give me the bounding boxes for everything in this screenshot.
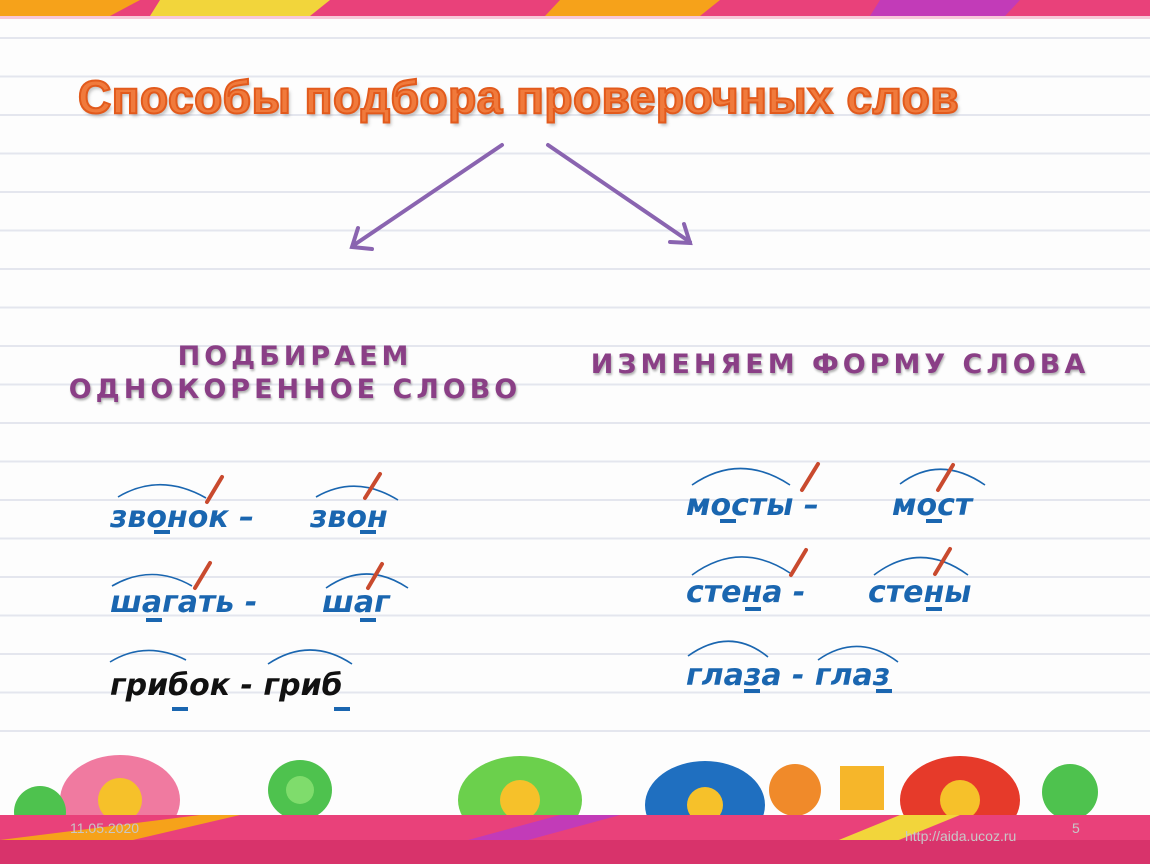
arrows — [349, 143, 693, 251]
footer-url[interactable]: http://aida.ucoz.ru — [905, 828, 1017, 844]
arrow-right — [546, 143, 692, 244]
arrow-left — [352, 143, 504, 247]
word-steny: стены — [868, 575, 972, 610]
bottom-decor — [0, 755, 1150, 864]
word-pair-glaza-glaz: глаза - глаз — [686, 658, 891, 693]
footer-date: 11.05.2020 — [70, 820, 140, 836]
word-shag: шаг — [322, 585, 390, 620]
word-zvon: звон — [310, 500, 388, 535]
arrow-right-head — [668, 222, 693, 246]
heading-left-line2: ОДНОКОРЕННОЕ СЛОВО — [68, 374, 522, 405]
arrow-left-head — [349, 226, 374, 251]
word-pair-gribok-grib: грибок - гриб — [110, 668, 343, 703]
top-decor-band — [0, 0, 1150, 19]
word-mosty: мосты – — [686, 488, 819, 523]
word-shagat: шагать - — [110, 585, 258, 620]
footer-page-number: 5 — [1072, 820, 1080, 836]
word-zvonok: звонок – — [110, 500, 255, 535]
heading-left-line1: ПОДБИРАЕМ — [177, 341, 413, 372]
word-most: мост — [892, 488, 973, 523]
heading-right: ИЗМЕНЯЕМ ФОРМУ СЛОВА — [590, 349, 1090, 380]
word-stena: стена - — [686, 575, 806, 610]
heading-left: ПОДБИРАЕМ ОДНОКОРЕННОЕ СЛОВО — [60, 340, 530, 406]
slide-title: Способы подбора проверочных слов — [77, 70, 960, 124]
